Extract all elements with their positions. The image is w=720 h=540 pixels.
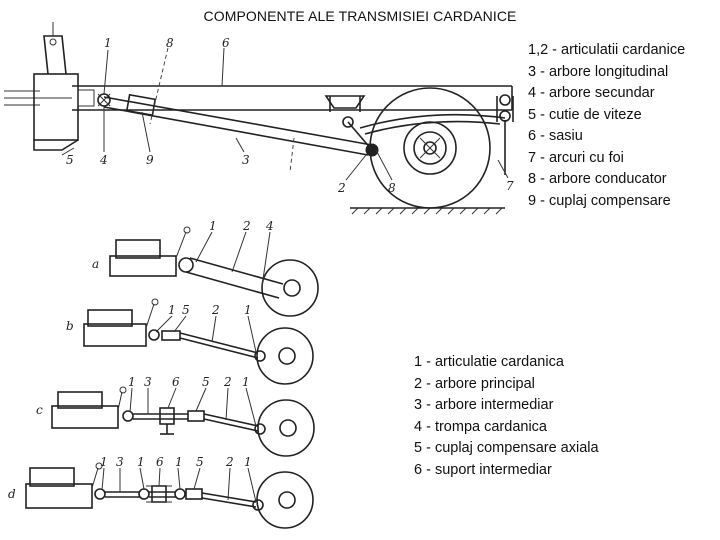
variant-a-callout: 1 (209, 219, 217, 233)
callout-1: 1 (104, 36, 112, 50)
legend-bottom-item: 3 - arbore intermediar (414, 397, 554, 413)
variant-b-callout: 5 (182, 303, 190, 317)
variant-c-callout: 1 (242, 375, 250, 389)
legend-top: 1,2 - articulatii cardanice 3 - arbore l… (528, 40, 685, 212)
variant-b-callout: 2 (211, 303, 220, 317)
variant-d-callout: 1 (100, 455, 108, 469)
callout-3: 3 (242, 153, 250, 167)
longitudinal-shaft (97, 93, 379, 157)
rear-wheel (369, 87, 491, 209)
gearbox (33, 22, 95, 151)
legend-bottom-item: 5 - cuplaj compensare axiala (414, 440, 599, 456)
callout-7: 7 (506, 179, 514, 193)
variant-d-callout: 1 (175, 455, 183, 469)
callout-4: 4 (99, 153, 108, 167)
variant-b-drawing: b 1 5 2 1 (66, 298, 314, 385)
variant-c-callout: 3 (144, 375, 152, 389)
variant-b-callout: 1 (244, 303, 252, 317)
diagram-title: COMPONENTE ALE TRANSMISIEI CARDANICE (203, 8, 517, 24)
legend-top-item: 4 - arbore secundar (528, 85, 655, 101)
variant-a-callout: 2 (242, 219, 251, 233)
variant-c-letter: c (36, 403, 43, 417)
legend-top-item: 1,2 - articulatii cardanice (528, 42, 686, 58)
top-leaders (61, 47, 509, 181)
variant-d-callout: 1 (137, 455, 145, 469)
variant-d-callout: 1 (244, 455, 252, 469)
legend-bottom: 1 - articulatie cardanica 2 - arbore pri… (414, 352, 599, 481)
variant-d-callout: 5 (196, 455, 204, 469)
legend-top-item: 5 - cutie de viteze (528, 106, 642, 123)
callout-5: 5 (66, 153, 74, 167)
legend-top-item: 3 - arbore longitudinal (528, 63, 669, 80)
callout-2: 2 (337, 181, 346, 195)
callout-8b: 8 (388, 181, 396, 195)
variant-d-callout: 3 (116, 455, 124, 469)
legend-top-item: 6 - sasiu (528, 128, 583, 144)
variant-b-letter: b (66, 319, 74, 333)
callout-6: 6 (222, 36, 230, 50)
legend-bottom-item: 2 - arbore principal (414, 375, 535, 392)
variant-d-letter: d (8, 487, 16, 501)
variant-c-drawing: c 1 3 6 5 2 1 (36, 375, 315, 457)
callout-8: 8 (166, 36, 174, 50)
variant-d-drawing: d 1 3 1 6 1 5 2 1 (8, 455, 314, 529)
variant-a-drawing: a 1 2 4 (92, 219, 319, 317)
legend-top-item: 7 - arcuri cu foi (528, 149, 624, 166)
legend-bottom-item: 4 - trompa cardanica (414, 418, 547, 435)
legend-top-item: 8 - arbore conducator (528, 171, 667, 187)
variant-d-callout: 2 (225, 455, 234, 469)
top-transmission-drawing: 1 8 6 5 4 9 3 2 8 7 (4, 22, 514, 215)
chassis-frame (4, 85, 513, 111)
variant-d-callout: 6 (156, 455, 164, 469)
variant-c-callout: 5 (202, 375, 210, 389)
legend-bottom-item: 1 - articulatie cardanica (414, 354, 564, 370)
variant-a-callout: 4 (265, 219, 274, 233)
callout-9: 9 (146, 153, 154, 167)
variant-c-callout: 6 (172, 375, 180, 389)
variant-b-callout: 1 (168, 303, 176, 317)
legend-top-item: 9 - cuplaj compensare (528, 192, 671, 209)
variant-c-callout: 2 (223, 375, 232, 389)
variant-a-letter: a (92, 257, 99, 271)
variant-c-callout: 1 (128, 375, 136, 389)
ground-hatch (350, 207, 505, 215)
legend-bottom-item: 6 - suport intermediar (414, 461, 552, 478)
